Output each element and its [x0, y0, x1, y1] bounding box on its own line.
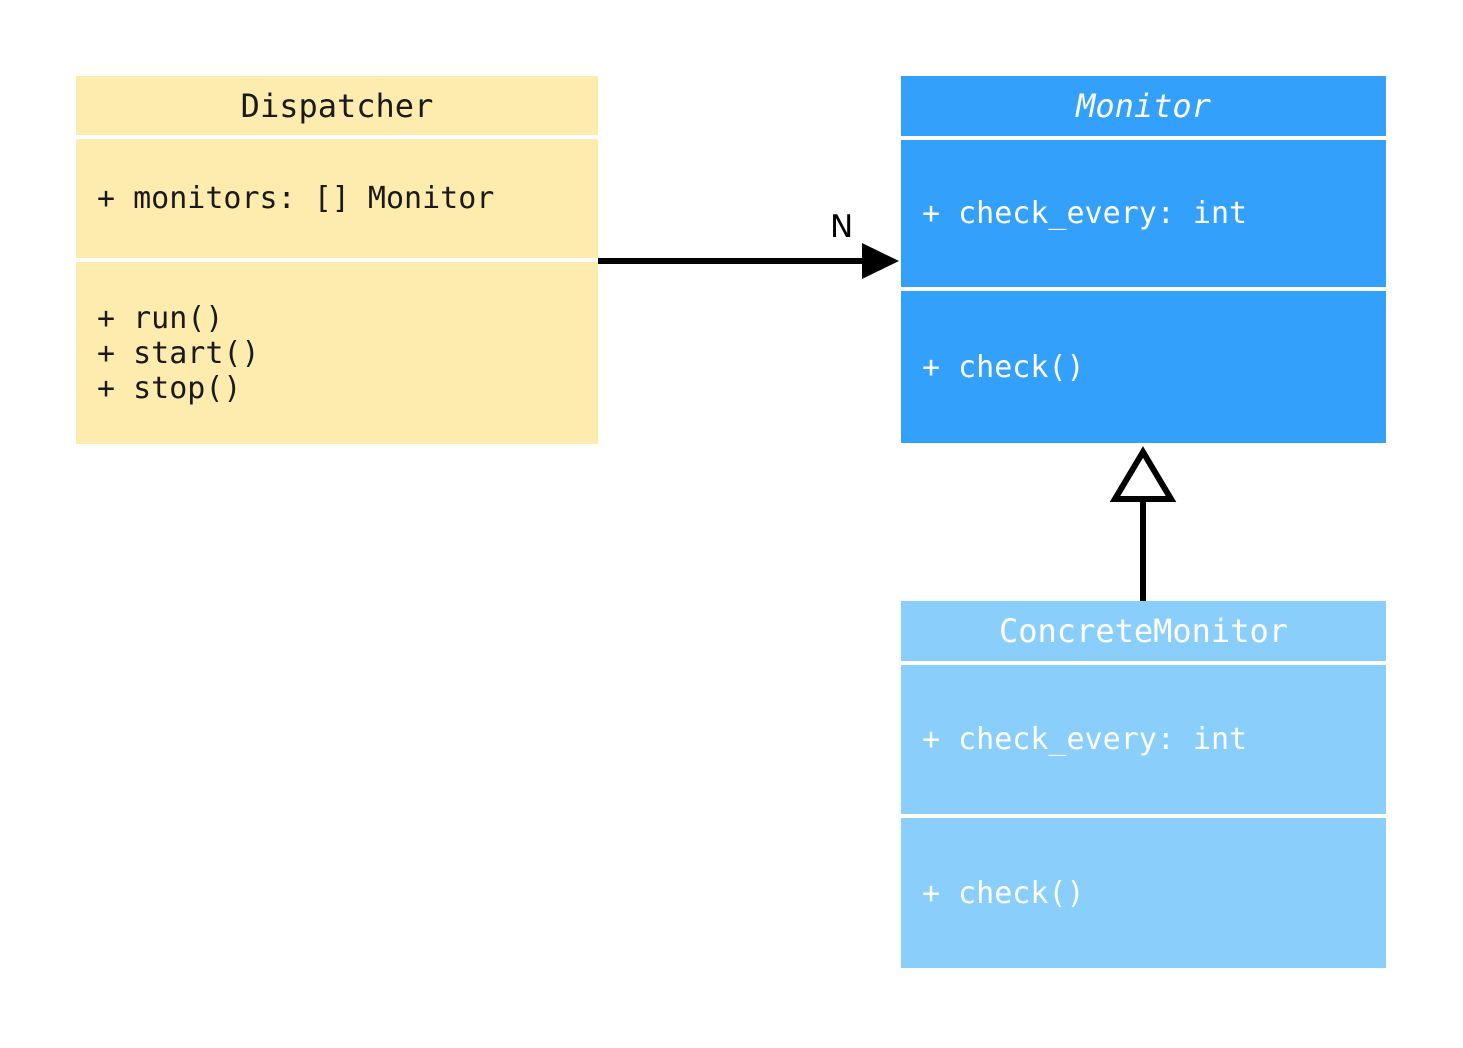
class-methods-compartment-concrete-monitor: + check() [901, 818, 1386, 968]
class-method: + run() [97, 300, 224, 336]
class-box-dispatcher[interactable]: Dispatcher + monitors: [] Monitor + run(… [76, 76, 598, 444]
compartment-divider [901, 814, 1386, 818]
class-attributes-compartment-monitor: + check_every: int [901, 140, 1386, 287]
association-multiplicity-label: N [830, 209, 854, 245]
association-edge-dispatcher-monitor [598, 243, 899, 279]
class-attribute: + check_every: int [922, 196, 1248, 231]
compartment-divider [76, 135, 598, 139]
class-method: + start() [97, 335, 260, 371]
compartment-divider [76, 258, 598, 262]
compartment-divider [901, 287, 1386, 291]
class-name-concrete-monitor: ConcreteMonitor [999, 612, 1288, 650]
class-name-dispatcher: Dispatcher [240, 86, 434, 125]
compartment-divider [901, 661, 1386, 665]
class-attributes-compartment-dispatcher: + monitors: [] Monitor [76, 139, 598, 258]
class-methods-compartment-monitor: + check() [901, 291, 1386, 443]
inheritance-hollow-triangle-icon [1109, 446, 1177, 502]
inheritance-edge-concrete-monitor-monitor [1109, 446, 1177, 601]
class-method: + stop() [97, 370, 242, 406]
association-arrowhead-icon [862, 243, 899, 279]
class-title-compartment-monitor: Monitor [901, 76, 1386, 136]
compartment-divider [901, 136, 1386, 140]
class-attributes-compartment-concrete-monitor: + check_every: int [901, 665, 1386, 814]
class-name-monitor: Monitor [1076, 87, 1211, 125]
class-method: + check() [922, 875, 1085, 911]
class-box-concrete-monitor[interactable]: ConcreteMonitor + check_every: int + che… [901, 601, 1386, 968]
class-attribute: + check_every: int [922, 722, 1248, 757]
class-box-monitor[interactable]: Monitor + check_every: int + check() [901, 76, 1386, 443]
class-title-compartment-dispatcher: Dispatcher [76, 76, 598, 135]
class-attribute: + monitors: [] Monitor [97, 181, 495, 216]
class-methods-compartment-dispatcher: + run() + start() + stop() [76, 262, 598, 444]
class-title-compartment-concrete-monitor: ConcreteMonitor [901, 601, 1386, 661]
class-method: + check() [922, 349, 1085, 385]
